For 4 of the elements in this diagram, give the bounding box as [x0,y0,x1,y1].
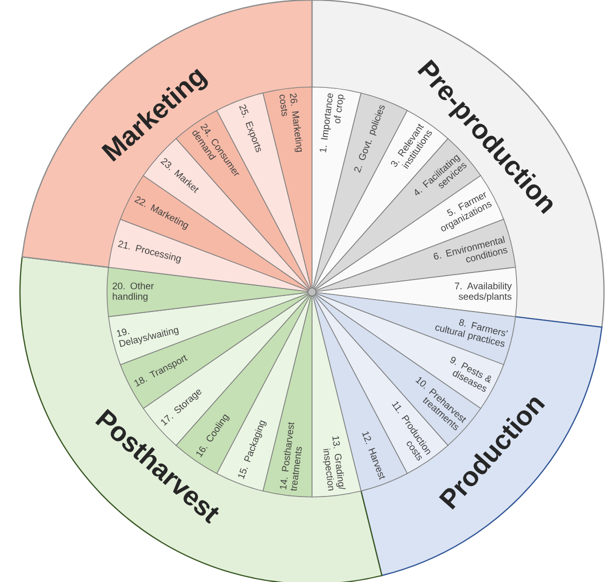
wedge: 7. Availability seeds/plants [312,266,518,318]
wedge: 13. Grading/ inspection [312,292,362,498]
wedge: 26. Marketing costs [262,86,312,292]
wedge: 20. Other handling [106,266,312,318]
